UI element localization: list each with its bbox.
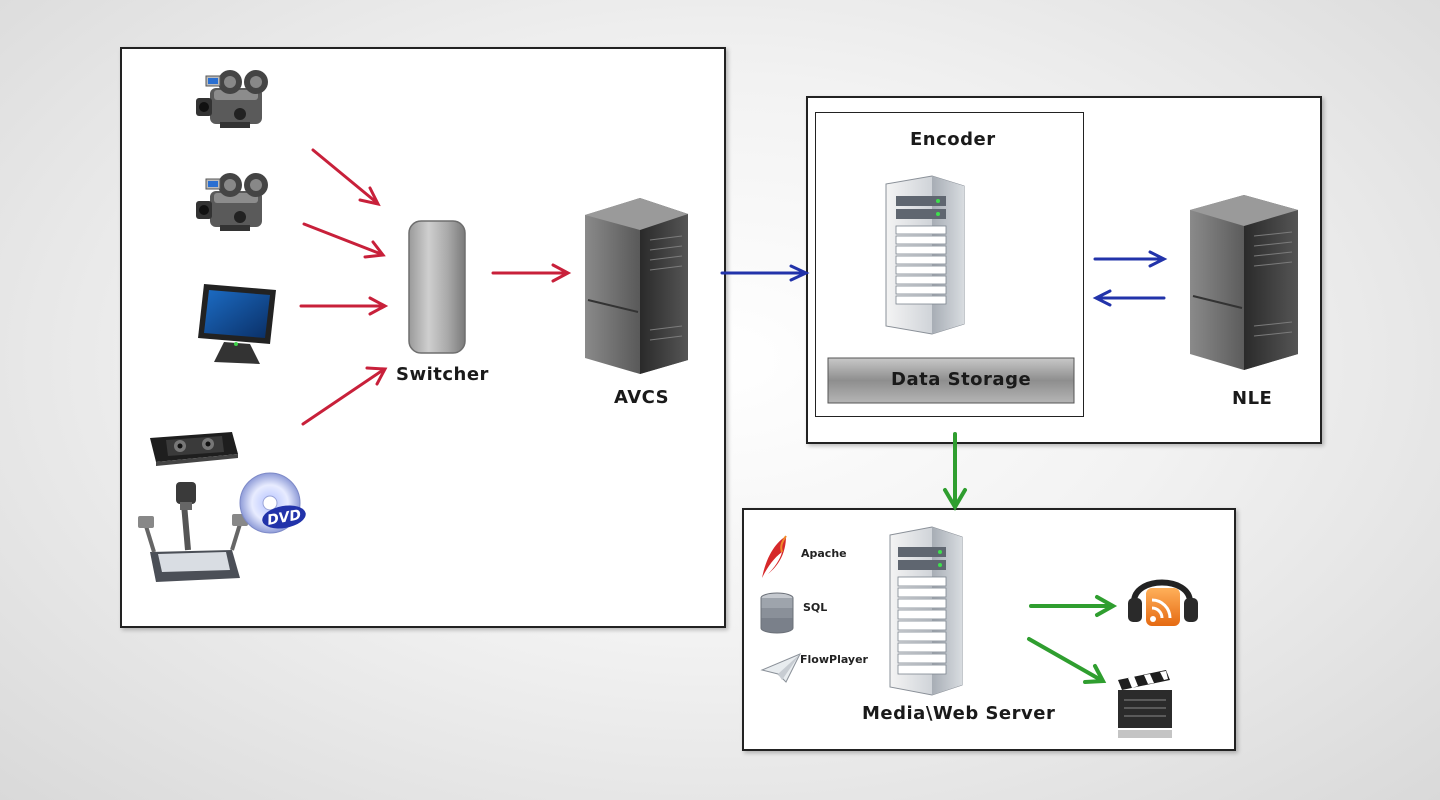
encoder-label: Encoder: [910, 129, 996, 150]
podcast-rss-icon: [1128, 579, 1198, 626]
server-tower-icon: [885, 175, 965, 335]
arrow-encoder-to-nle: [1093, 250, 1168, 268]
sql-label: SQL: [803, 601, 828, 614]
output-arrows: [943, 432, 1118, 684]
data-storage-bar: [827, 357, 1075, 404]
video-camera-icon: [196, 70, 268, 128]
arrow-switcher-to-avcs: [491, 263, 572, 283]
arrow-monitor-to-switcher: [299, 296, 389, 316]
arrow-camera2-to-switcher: [302, 222, 386, 259]
switcher-label: Switcher: [396, 364, 489, 385]
database-icon: [760, 592, 794, 634]
dvd-logo-text: DVD: [266, 507, 302, 529]
arrow-server-to-podcast: [1029, 595, 1118, 617]
arrow-avcs-to-encoder: [720, 264, 810, 282]
input-arrows: [299, 148, 572, 426]
apache-label: Apache: [801, 547, 847, 560]
drive-bays: [895, 196, 947, 305]
apache-feather-icon: [762, 535, 787, 578]
paper-plane-icon: [760, 653, 802, 683]
switcher-icon: [408, 220, 466, 354]
video-camera-icon: [196, 173, 268, 231]
arrow-nle-to-encoder: [1092, 289, 1166, 307]
flowplayer-label: FlowPlayer: [800, 653, 868, 666]
arrow-camera1-to-switcher: [311, 148, 381, 207]
monitor-icon: [198, 284, 276, 364]
server-tower-icon: [585, 198, 688, 374]
media-web-server-label: Media\Web Server: [862, 703, 1056, 724]
document-camera-icon: [138, 482, 248, 582]
nle-label: NLE: [1232, 388, 1273, 409]
dvd-disc-icon: DVD: [239, 472, 306, 534]
avcs-label: AVCS: [614, 387, 670, 408]
server-tower-icon: [1190, 195, 1298, 370]
encoder-arrows: [720, 250, 1168, 307]
data-storage-label: Data Storage: [891, 369, 1032, 390]
vhs-tape-icon: [150, 432, 238, 466]
arrow-media-to-switcher: [301, 366, 388, 426]
arrow-encoder-to-media-server: [943, 432, 967, 511]
arrow-server-to-video: [1027, 637, 1107, 684]
clapperboard-icon: [1118, 670, 1172, 738]
server-tower-icon: [889, 526, 963, 696]
